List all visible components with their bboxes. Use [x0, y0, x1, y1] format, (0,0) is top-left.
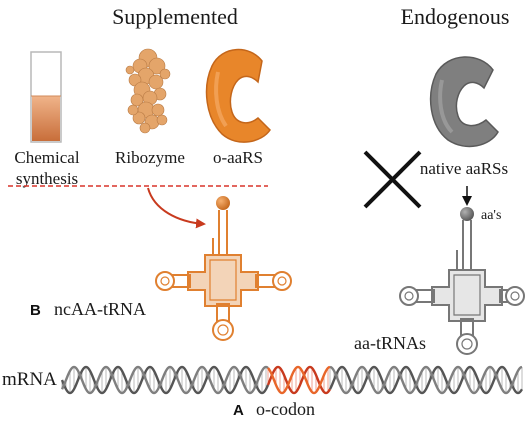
label-aas: aa's [481, 208, 501, 223]
helix-strand [267, 365, 331, 395]
cross-icon [363, 150, 422, 209]
label-synthesis: synthesis [16, 169, 78, 188]
test-tube-icon [30, 51, 62, 143]
aa-trna-icon [399, 207, 525, 355]
label-chemical: Chemical [14, 148, 79, 167]
label-ribozyme: Ribozyme [115, 148, 185, 167]
label-mrna: mRNA [2, 369, 57, 390]
header-endogenous: Endogenous [401, 4, 510, 29]
label-aa-trnas: aa-tRNAs [354, 333, 426, 353]
native-enzyme-icon [429, 56, 499, 148]
ribozyme-icon [125, 48, 171, 134]
helix-strand [329, 365, 523, 395]
ncaa-trna-icon [155, 196, 292, 341]
oaars-enzyme-icon [205, 48, 271, 143]
label-native-aarss: native aaRSs [420, 159, 508, 178]
label-ncaa-trna: ncAA-tRNA [54, 299, 146, 319]
label-b-letter: B [30, 302, 41, 319]
label-o-codon: o-codon [256, 399, 315, 419]
red-arrow [147, 187, 206, 229]
helix-strand [60, 365, 269, 395]
label-a-letter: A [233, 402, 244, 419]
header-supplemented: Supplemented [112, 4, 238, 29]
helix-strand [328, 365, 524, 395]
mrna-helix [60, 365, 524, 395]
label-oaars: o-aaRS [213, 148, 263, 167]
